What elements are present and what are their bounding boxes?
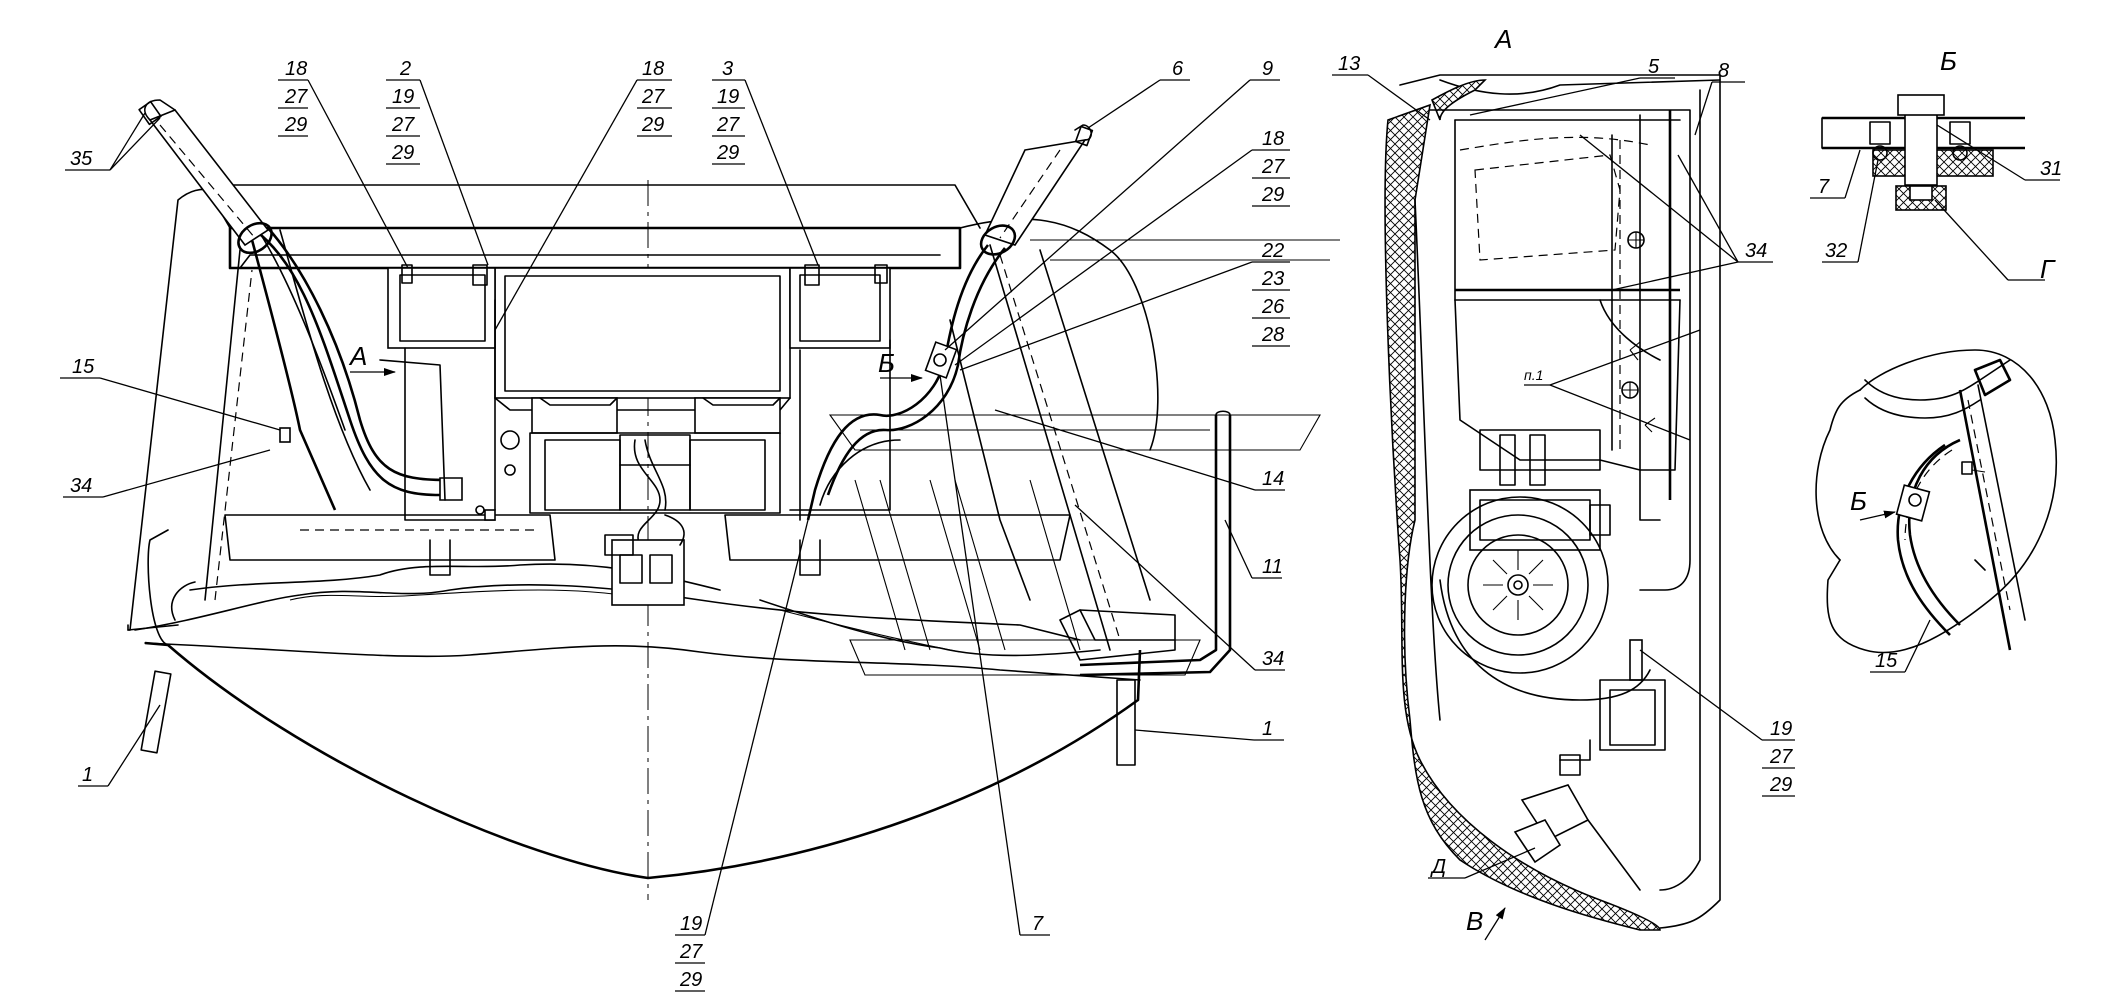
- callout-1-right: 1: [1134, 718, 1284, 741]
- detail-b-arrow: Б: [1850, 486, 1896, 521]
- callout-text: 35: [70, 148, 93, 170]
- callout-text: 34: [1262, 648, 1284, 670]
- callout-d: Д: [1428, 847, 1536, 879]
- callout-text: 29: [391, 142, 414, 164]
- callout-5: 5: [1469, 56, 1675, 116]
- callout-text: 22: [1261, 240, 1284, 262]
- callout-text: 18: [642, 58, 664, 80]
- callout-text: 27: [284, 86, 308, 108]
- callout-32: 32: [1822, 159, 1879, 263]
- callout-18-27-29-right: 18 27 29: [954, 128, 1290, 366]
- callout-34-left: 34: [63, 449, 271, 498]
- callout-7: 7: [939, 374, 1050, 936]
- callout-6: 6: [1087, 58, 1190, 129]
- callout-text: 27: [1261, 156, 1285, 178]
- detail-callouts: Б 15: [1850, 486, 1931, 673]
- callout-text: Г: [2040, 254, 2056, 284]
- view-b-arrow-label: Б: [878, 348, 895, 378]
- callout-text: Д: [1430, 856, 1446, 878]
- callout-text: 14: [1262, 468, 1284, 490]
- callout-text: 31: [2040, 158, 2062, 180]
- callout-text: 19: [680, 913, 702, 935]
- callout-34-view-a: 34: [1579, 134, 1773, 291]
- callout-7-view-b: 7: [1810, 149, 1861, 199]
- callout-text: 27: [641, 86, 665, 108]
- callout-text: 6: [1172, 58, 1184, 80]
- callout-31: 31: [1936, 124, 2062, 181]
- callout-text: 2: [399, 58, 411, 80]
- callout-1-left: 1: [78, 704, 161, 787]
- callout-text: 34: [1745, 240, 1767, 262]
- callout-g: Г: [1934, 199, 2056, 284]
- callout-11: 11: [1224, 519, 1283, 579]
- callout-text: 1: [82, 764, 93, 786]
- view-b-arrow: Б: [878, 348, 923, 382]
- callout-15-detail: 15: [1870, 619, 1931, 673]
- callout-8: 8: [1694, 60, 1745, 136]
- callout-text: 29: [284, 114, 307, 136]
- callout-text: 7: [1818, 176, 1830, 198]
- callout-text: 29: [1769, 774, 1792, 796]
- callout-19-27-29-view-a: 19 27 29: [1639, 649, 1795, 797]
- view-a: А: [1384, 24, 1721, 931]
- callout-18-27-29-center: 18 27 29: [494, 58, 672, 331]
- view-a-arrow-label: А: [348, 341, 367, 371]
- callout-14: 14: [994, 409, 1285, 491]
- view-a-title: А: [1493, 24, 1512, 54]
- callout-18-27-29-left: 18 27 29: [278, 58, 409, 269]
- view-a-callouts: 13 5 8 34 п.1 1: [1332, 53, 1795, 941]
- callout-text: 26: [1261, 296, 1285, 318]
- callout-text: п.1: [1524, 367, 1543, 383]
- callout-text: 1: [1262, 718, 1273, 740]
- callout-22-23-26-28: 22 23 26 28: [959, 240, 1290, 371]
- callout-text: 9: [1262, 58, 1273, 80]
- callout-3-19-27-29: 3 19 27 29: [712, 58, 819, 266]
- callout-text: 27: [716, 114, 740, 136]
- callout-text: 29: [1261, 184, 1284, 206]
- callout-text: 11: [1262, 556, 1283, 578]
- callout-text: 3: [722, 58, 733, 80]
- callout-text: 28: [1261, 324, 1284, 346]
- callout-text: 27: [391, 114, 415, 136]
- callout-text: 8: [1718, 60, 1729, 82]
- callout-35: 35: [65, 112, 161, 171]
- callout-text: 18: [285, 58, 307, 80]
- callout-text: 27: [1769, 746, 1793, 768]
- view-v-arrow: В: [1466, 906, 1506, 941]
- callout-text: 15: [1875, 650, 1898, 672]
- callout-text: 13: [1338, 53, 1360, 75]
- callout-text: 34: [70, 475, 92, 497]
- callout-p1: п.1: [1524, 329, 1701, 441]
- callout-text: 32: [1825, 240, 1847, 262]
- callout-text: 7: [1032, 913, 1044, 935]
- callout-text: 19: [717, 86, 739, 108]
- callout-9: 9: [944, 58, 1280, 351]
- detail-b-arrow-label: Б: [1850, 486, 1867, 516]
- view-b-title: Б: [1940, 46, 1957, 76]
- callout-text: 23: [1261, 268, 1284, 290]
- callout-text: 15: [72, 356, 95, 378]
- callout-text: 29: [716, 142, 739, 164]
- callout-15: 15: [60, 356, 281, 431]
- callout-13: 13: [1332, 53, 1431, 121]
- view-b-callouts: 7 31 32 Г: [1810, 124, 2062, 284]
- main-view: [127, 99, 1340, 900]
- callout-text: 29: [641, 114, 664, 136]
- heater-block: [494, 267, 791, 399]
- view-a-arrow: А: [348, 341, 396, 376]
- detail-circle: [1815, 349, 2058, 654]
- main-view-callouts: 18 27 29 2 19 27 29 18 27 29: [60, 58, 1290, 992]
- callout-text: 5: [1648, 56, 1660, 78]
- callout-text: 19: [1770, 718, 1792, 740]
- view-b: Б: [1821, 46, 2025, 211]
- view-v-arrow-label: В: [1466, 906, 1483, 936]
- callout-text: 27: [679, 941, 703, 963]
- callout-text: 19: [392, 86, 414, 108]
- callout-text: 29: [679, 969, 702, 991]
- callout-19-27-29-bottom: 19 27 29: [675, 519, 809, 992]
- callout-2-19-27-29: 2 19 27 29: [386, 58, 489, 266]
- callout-text: 18: [1262, 128, 1284, 150]
- callout-34-right: 34: [1074, 504, 1285, 671]
